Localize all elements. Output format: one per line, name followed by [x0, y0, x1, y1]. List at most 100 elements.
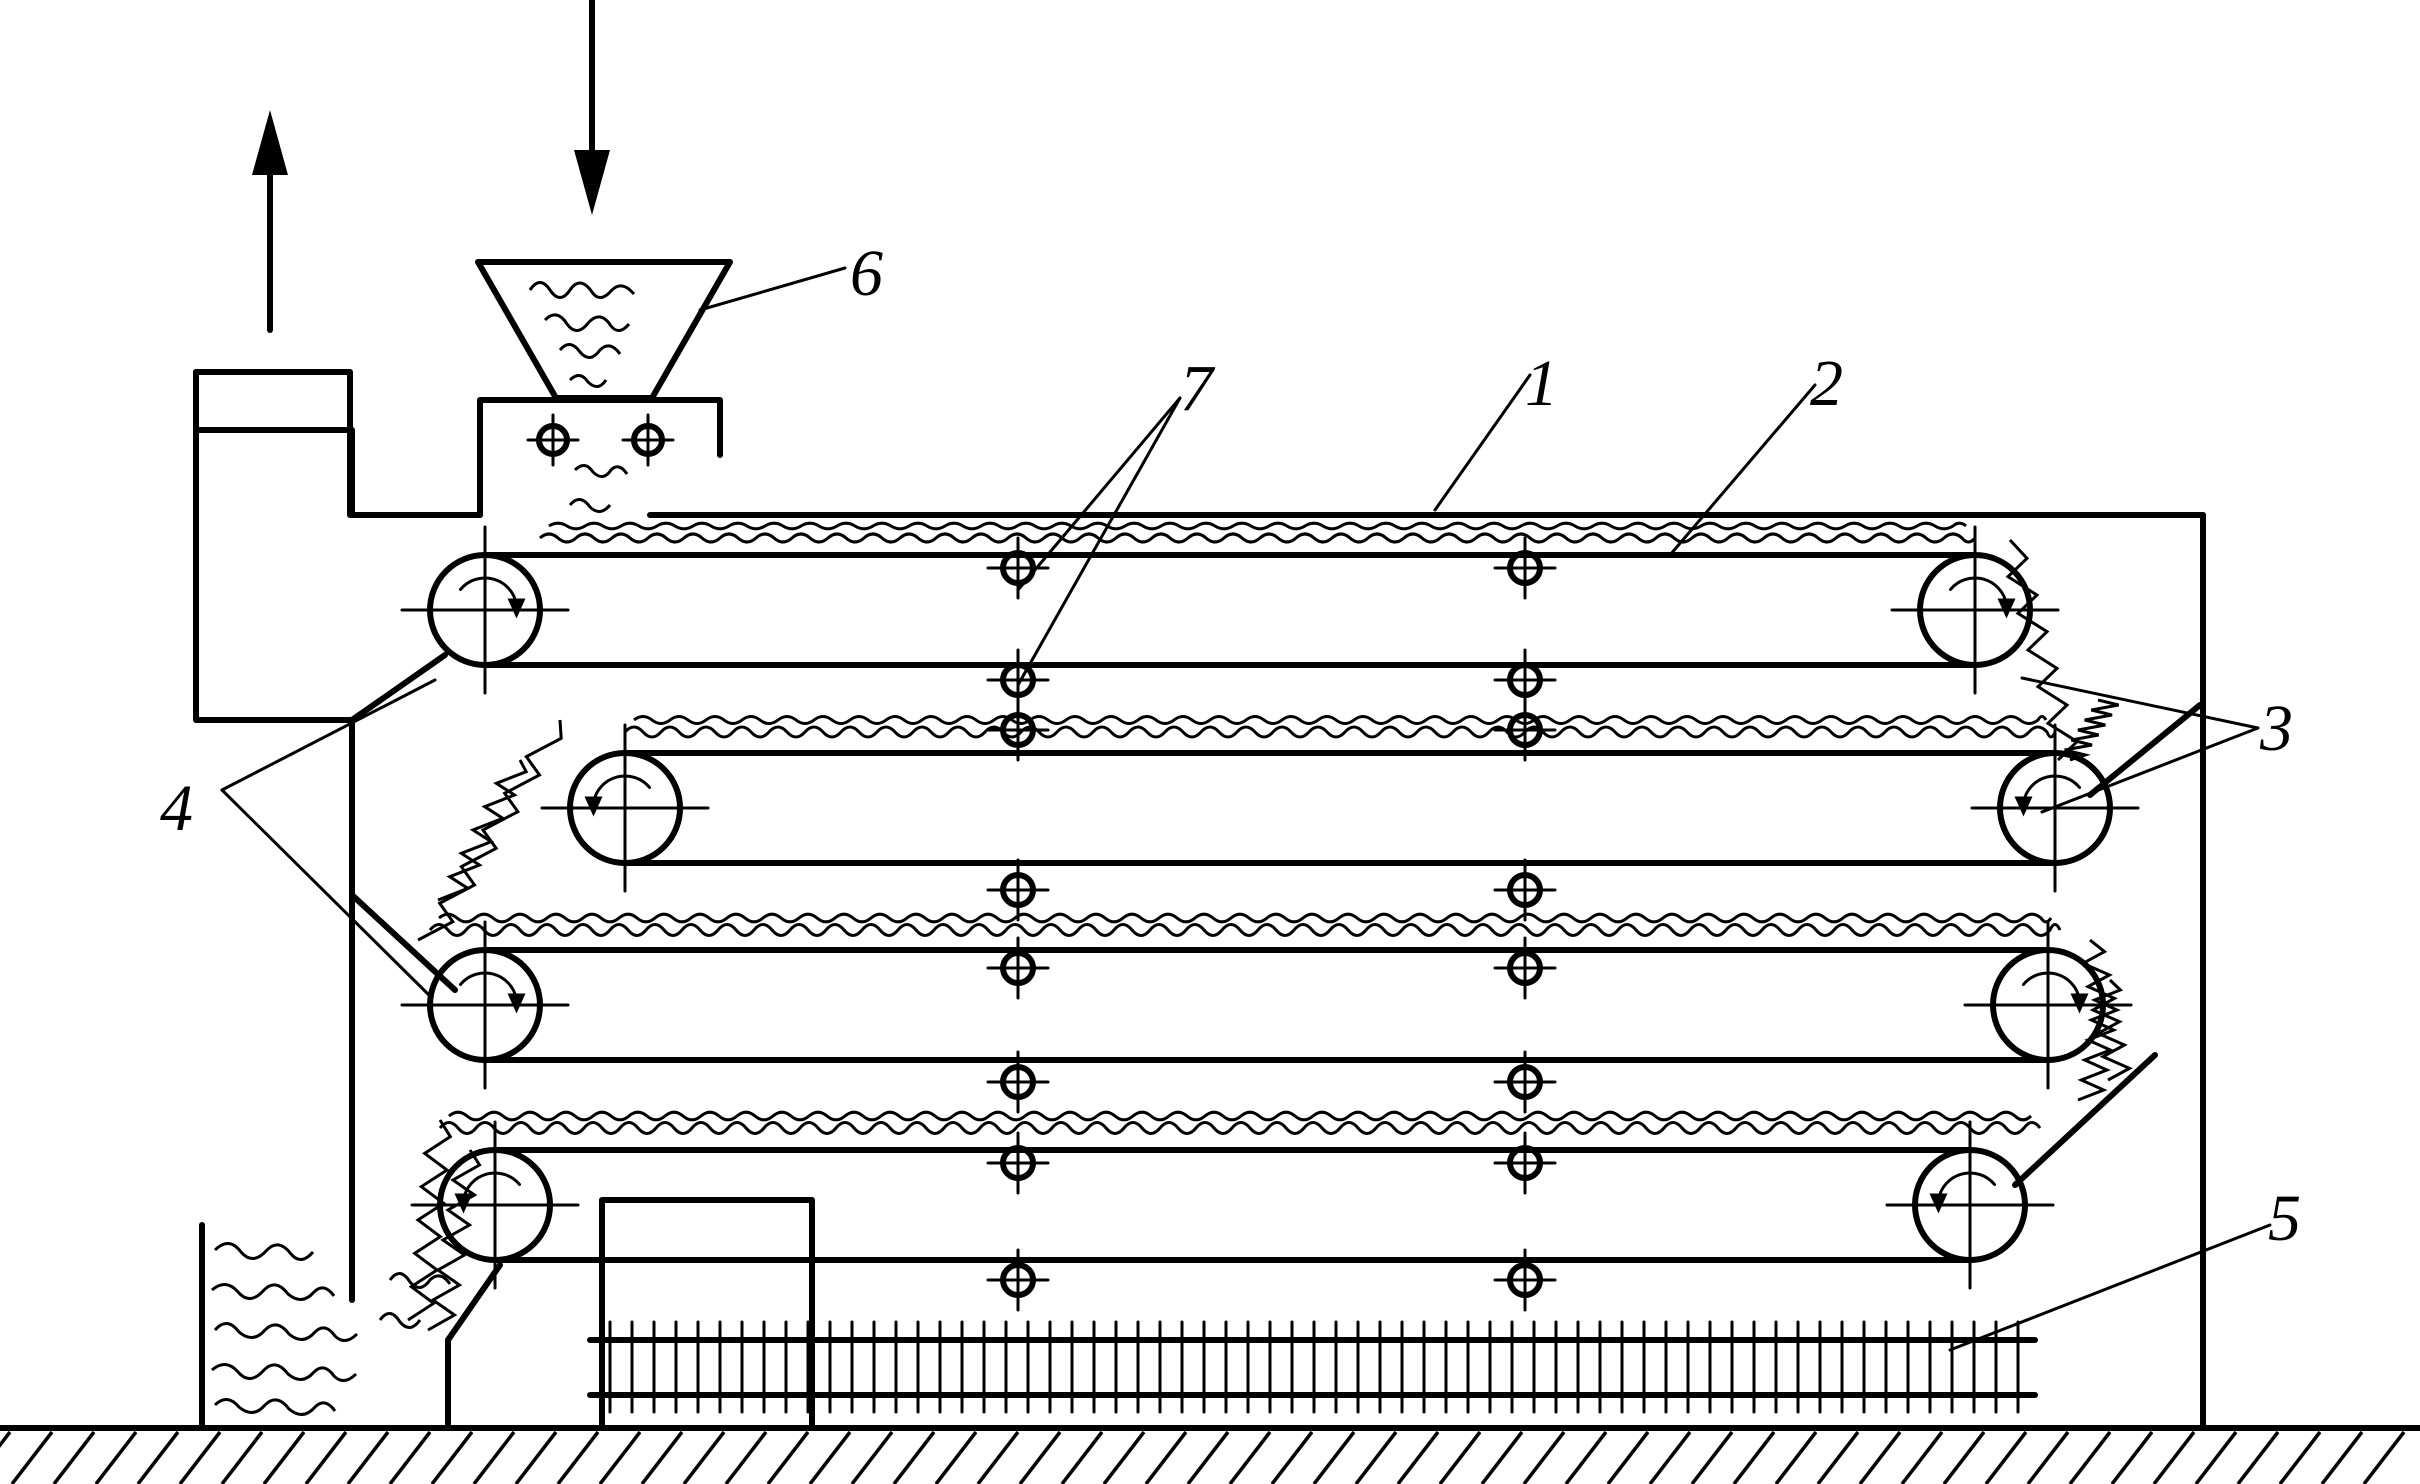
hatch-line [1858, 1430, 1902, 1484]
material-layer [428, 923, 2062, 937]
exhaust-chamber [193, 369, 355, 723]
belt-tier-1 [400, 525, 2060, 695]
label-7-support-rollers: 7 [1180, 352, 1216, 425]
hatch-line [1480, 1430, 1524, 1484]
rotation-arrow-icon [2021, 774, 2082, 804]
rotation-arrow-icon [458, 971, 519, 1001]
hatch-line [262, 1430, 306, 1484]
material-layer [633, 715, 2048, 725]
hatch-line [1228, 1430, 1272, 1484]
hatch-line [136, 1430, 180, 1484]
support-roller-icon [986, 1248, 1050, 1312]
label-5-heater: 5 [2268, 1182, 2301, 1255]
hatch-line [178, 1430, 222, 1484]
hatch-line [1984, 1430, 2028, 1484]
material-layer [623, 725, 2057, 739]
support-roller-icon [1493, 936, 1557, 1000]
exhaust-out-arrow [252, 110, 288, 333]
hatch-line [1312, 1430, 1356, 1484]
support-roller-icon [1493, 1248, 1557, 1312]
leader-lines [220, 266, 2272, 1352]
support-roller-icon [1493, 1050, 1557, 1114]
hatch-line [2236, 1430, 2280, 1484]
hatch-line [10, 1430, 54, 1484]
hatch-line [1942, 1430, 1986, 1484]
falling-material [437, 759, 529, 902]
hatch-line [850, 1430, 894, 1484]
hatch-line [1522, 1430, 1566, 1484]
hatch-line [724, 1430, 768, 1484]
material-layer [438, 1121, 2042, 1135]
material-layer [438, 912, 2053, 924]
falling-material [427, 1149, 482, 1332]
left-drum-icon [400, 920, 570, 1090]
label-6-hopper: 6 [850, 237, 883, 310]
support-roller-icon [986, 1131, 1050, 1195]
callout-labels: 6 1 2 7 3 4 5 [160, 237, 2301, 1255]
hatch-line [598, 1430, 642, 1484]
hatch-line [1396, 1430, 1440, 1484]
support-roller-icon [1493, 536, 1557, 600]
transfer-chutes [349, 652, 2203, 1343]
right-drum-icon [1890, 525, 2060, 695]
belt-tier-3 [400, 920, 2133, 1090]
hatch-line [220, 1430, 264, 1484]
label-3-drums-right: 3 [2259, 692, 2293, 765]
hatch-line [514, 1430, 558, 1484]
hatch-line [1816, 1430, 1860, 1484]
hatch-line [2362, 1430, 2406, 1484]
hatch-line [388, 1430, 432, 1484]
hatch-line [1900, 1430, 1944, 1484]
left-drum-icon [540, 723, 710, 893]
falling-material [417, 719, 563, 942]
hatch-line [1648, 1430, 1692, 1484]
hatch-line [1102, 1430, 1146, 1484]
hatch-line [94, 1430, 138, 1484]
hatch-line [556, 1430, 600, 1484]
hatch-line [1018, 1430, 1062, 1484]
hatch-line [808, 1430, 852, 1484]
hatch-line [640, 1430, 684, 1484]
support-roller-icon [1493, 1131, 1557, 1195]
material-layers [407, 521, 2133, 1332]
hatch-line [1732, 1430, 1776, 1484]
hatch-line [2110, 1430, 2154, 1484]
material-layer [548, 521, 1967, 531]
rotation-arrow-icon [2021, 971, 2082, 1001]
hatch-line [766, 1430, 810, 1484]
hatch-line [1438, 1430, 1482, 1484]
hatch-line [2152, 1430, 2196, 1484]
heater-fins [608, 1320, 2020, 1414]
falling-material [2077, 978, 2124, 1102]
hatch-line [934, 1430, 978, 1484]
hopper-material [528, 281, 636, 513]
rotation-arrow-icon [458, 576, 519, 606]
hatch-line [346, 1430, 390, 1484]
material-layer [448, 1110, 2033, 1122]
falling-material [2064, 698, 2120, 762]
hatch-line [304, 1430, 348, 1484]
heater [587, 1197, 2038, 1431]
housing [193, 369, 2206, 1431]
belt-tier-2 [540, 723, 2140, 893]
support-roller-icon [1493, 858, 1557, 922]
hatch-line [1354, 1430, 1398, 1484]
ground [0, 1425, 2420, 1484]
rotation-arrow-icon [1948, 576, 2009, 606]
support-roller-icon [986, 936, 1050, 1000]
left-drum-icon [400, 525, 570, 695]
hatch-line [1270, 1430, 1314, 1484]
belt-tier-4 [410, 1120, 2055, 1290]
right-drum-icon [1885, 1120, 2055, 1290]
hatch-line [892, 1430, 936, 1484]
hatch-line [2194, 1430, 2238, 1484]
support-roller-icon [986, 858, 1050, 922]
hatch-line [1774, 1430, 1818, 1484]
falling-material [2005, 538, 2080, 762]
material-layer [539, 532, 1977, 544]
hatch-line [52, 1430, 96, 1484]
hatch-line [2026, 1430, 2070, 1484]
label-1-housing: 1 [1525, 347, 1558, 420]
hatch-line [976, 1430, 1020, 1484]
